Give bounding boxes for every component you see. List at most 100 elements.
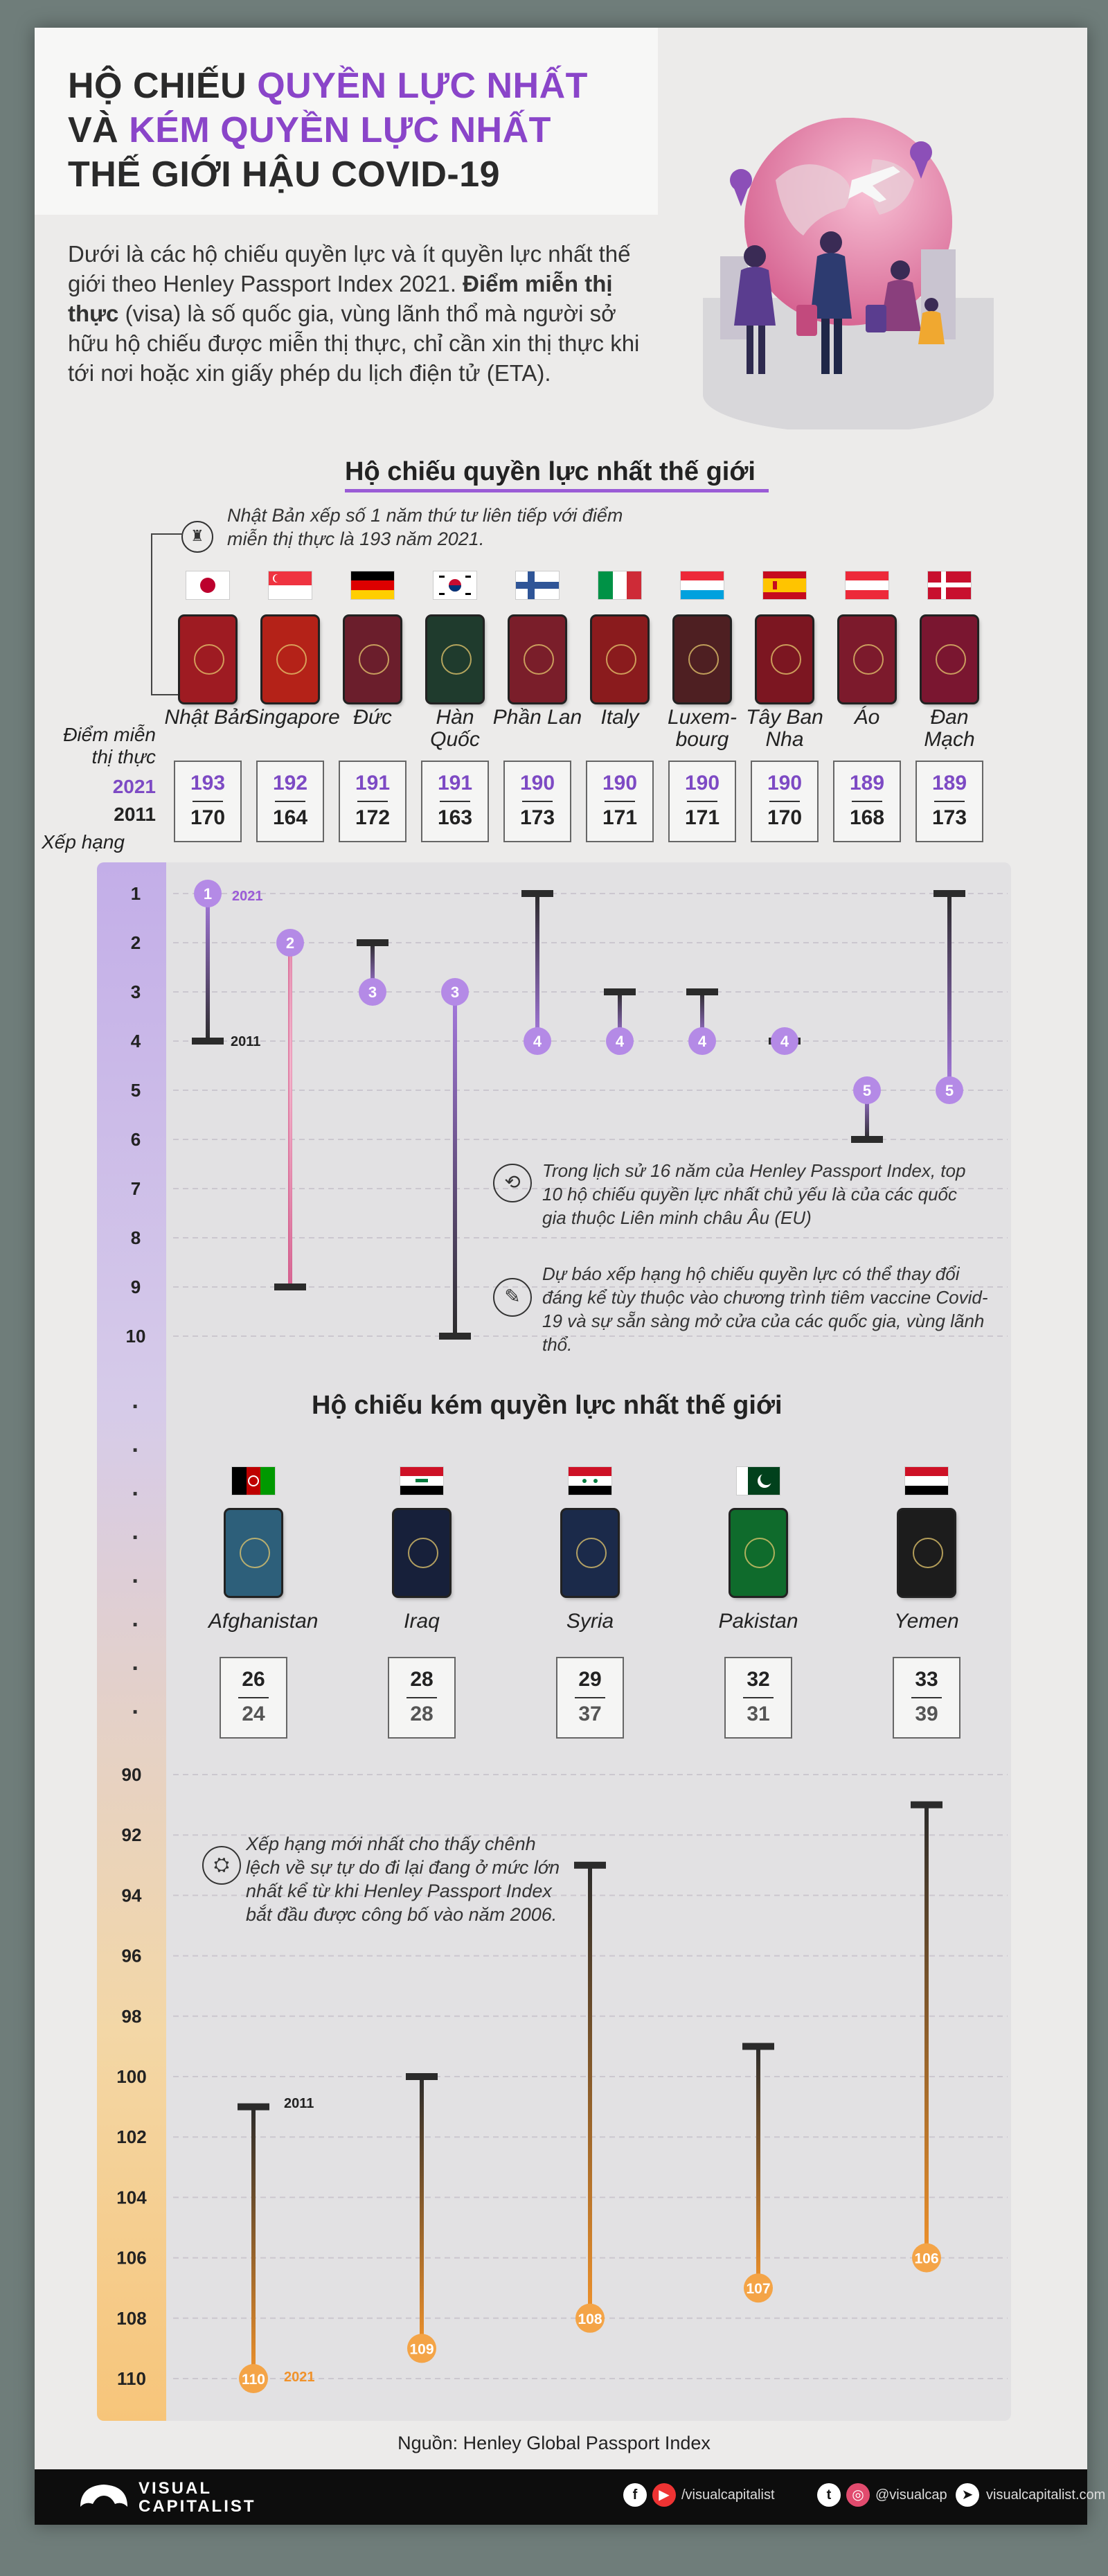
passport-icon-iraq bbox=[394, 1510, 449, 1596]
rank-2021-label: 1 bbox=[204, 885, 212, 903]
social-handle-2[interactable]: @visualcap bbox=[875, 2487, 947, 2503]
rank-change-bar bbox=[288, 943, 292, 1287]
rank-2011-cap bbox=[521, 890, 553, 897]
rank-2021-dot bbox=[276, 929, 304, 957]
eu-note: Trong lịch sử 16 năm của Henley Passport… bbox=[542, 1160, 966, 1228]
score-2021: 190 bbox=[767, 772, 803, 794]
rank-tick-label: 98 bbox=[122, 2006, 142, 2027]
axis-ellipsis-dot: · bbox=[132, 1568, 139, 1595]
intro-part: Dưới là các hộ chiếu quyền lực và ít quy… bbox=[68, 241, 631, 296]
flag-icon-austria bbox=[846, 571, 888, 599]
flag-icon-afghanistan bbox=[232, 1467, 275, 1495]
instagram-icon[interactable]: ◎ bbox=[846, 2483, 870, 2507]
rank-tick-label: 104 bbox=[116, 2187, 147, 2208]
flag-icon-pakistan bbox=[737, 1467, 780, 1495]
score-divider bbox=[605, 801, 635, 802]
axis-ellipsis-dot: · bbox=[132, 1437, 139, 1464]
passport-icon-denmark bbox=[922, 616, 977, 702]
score-divider bbox=[852, 801, 882, 802]
title-highlight: QUYỀN LỰC NHẤT bbox=[257, 66, 588, 106]
rank-tick-label: 1 bbox=[131, 883, 141, 904]
rank-change-bar bbox=[251, 2106, 256, 2379]
score-2021: 26 bbox=[242, 1668, 265, 1691]
rank-change-bar bbox=[947, 894, 951, 1090]
year-2011-marker: 2011 bbox=[284, 2096, 314, 2111]
strong-section-title: Hộ chiếu quyền lực nhất thế giới bbox=[345, 457, 756, 486]
rank-tick-label: 108 bbox=[116, 2308, 146, 2329]
twitter-icon[interactable]: t bbox=[817, 2483, 841, 2507]
rank-2021-label: 106 bbox=[914, 2251, 938, 2267]
rank-2021-label: 5 bbox=[863, 1082, 871, 1099]
travel-freedom-icon: ⛭ bbox=[202, 1846, 241, 1885]
intro-text: Dưới là các hộ chiếu quyền lực và ít quy… bbox=[68, 239, 656, 388]
score-divider bbox=[238, 1697, 269, 1698]
intro-part: (visa) là số quốc gia, vùng lãnh thổ mà … bbox=[68, 301, 640, 386]
rank-change-bar bbox=[588, 1865, 592, 2318]
rank-2011-cap bbox=[238, 2103, 269, 2111]
title-underline bbox=[345, 489, 769, 492]
social-handle-1[interactable]: /visualcapitalist bbox=[681, 2487, 775, 2503]
forecast-note: Dự báo xếp hạng hộ chiếu quyền lực có th… bbox=[542, 1263, 988, 1355]
youtube-icon[interactable]: ▶ bbox=[652, 2483, 676, 2507]
axis-ellipsis-dot: · bbox=[132, 1655, 139, 1682]
title-line: THẾ GIỚI HẬU COVID-19 bbox=[68, 154, 501, 195]
score-2011: 24 bbox=[242, 1703, 265, 1725]
rank-2011-cap bbox=[406, 2073, 438, 2080]
flag-icon-korea bbox=[434, 571, 476, 599]
score-2021: 190 bbox=[684, 772, 720, 794]
score-divider bbox=[575, 1697, 605, 1698]
score-2021: 28 bbox=[410, 1668, 434, 1691]
rank-2021-dot bbox=[744, 2273, 773, 2303]
passport-icon-singapore bbox=[262, 616, 318, 702]
footer: VISUAL CAPITALIST f ▶ /visualcapitalist … bbox=[35, 2469, 1105, 2525]
country-name: Syria bbox=[566, 1610, 614, 1633]
chess-icon: ♜ bbox=[181, 521, 213, 553]
rank-change-bar bbox=[618, 992, 622, 1041]
flag-icon-denmark bbox=[928, 571, 971, 599]
score-divider bbox=[743, 1697, 774, 1698]
country-name: Luxem-bourg bbox=[667, 706, 738, 751]
flag-icon-japan bbox=[186, 571, 229, 599]
score-2011: 173 bbox=[519, 806, 555, 829]
score-2011: 28 bbox=[410, 1703, 434, 1725]
rank-2021-dot bbox=[912, 2243, 941, 2273]
rank-2021-dot bbox=[194, 880, 222, 907]
flag-icon-italy bbox=[598, 571, 641, 599]
title-box bbox=[35, 28, 658, 215]
label-2011: 2011 bbox=[114, 803, 156, 825]
rank-2011-cap bbox=[574, 1861, 606, 1869]
title-part: HỘ CHIẾU bbox=[68, 66, 258, 106]
rank-change-bar bbox=[420, 2077, 424, 2349]
score-2011: 164 bbox=[272, 806, 308, 829]
score-divider bbox=[275, 801, 305, 802]
score-2011: 37 bbox=[578, 1703, 602, 1725]
rank-2021-dot bbox=[359, 978, 386, 1006]
country-name: Đức bbox=[353, 706, 392, 729]
flag-icon-spain bbox=[763, 571, 806, 599]
rank-tick-label: 96 bbox=[122, 1946, 142, 1966]
country-name: Tây Ban Nha bbox=[746, 706, 823, 751]
rank-2011-cap bbox=[192, 1038, 224, 1045]
score-2021: 190 bbox=[602, 772, 638, 794]
rank-2011-cap bbox=[742, 2043, 774, 2050]
rank-tick-label: 90 bbox=[122, 1764, 142, 1785]
score-divider bbox=[687, 801, 717, 802]
country-name: Áo bbox=[854, 706, 880, 729]
rank-tick-label: 102 bbox=[116, 2126, 146, 2147]
flag-icon-germany bbox=[351, 571, 394, 599]
passport-icon-yemen bbox=[899, 1510, 954, 1596]
rank-change-bar bbox=[756, 2046, 760, 2289]
country-name: Italy bbox=[600, 706, 639, 729]
rank-tick-label: 2 bbox=[131, 932, 141, 953]
score-label: Điểm miễn thị thực bbox=[63, 724, 156, 767]
facebook-icon[interactable]: f bbox=[623, 2483, 647, 2507]
cursor-icon[interactable]: ➤ bbox=[956, 2483, 979, 2507]
rank-2021-dot bbox=[606, 1027, 634, 1055]
website-link[interactable]: visualcapitalist.com bbox=[986, 2487, 1106, 2503]
gap-note: Xếp hạng mới nhất cho thấy chênh lệch về… bbox=[246, 1833, 560, 1925]
